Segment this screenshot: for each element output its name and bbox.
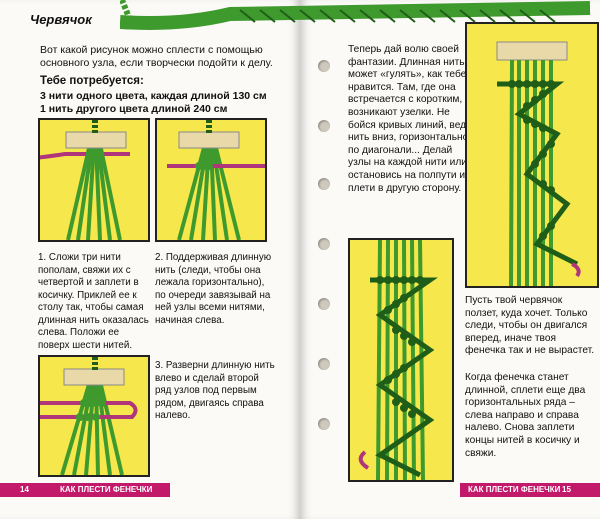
step3-drawing xyxy=(40,357,138,475)
step2-caption: 2. Поддерживая длинную нить (следи, чтоб… xyxy=(155,252,272,326)
binder-hole xyxy=(318,358,330,370)
page-number: 14 xyxy=(20,485,29,494)
intro-text: Вот какой рисунок можно сплести с помощь… xyxy=(40,44,273,69)
binder-hole xyxy=(318,298,330,310)
materials-heading: Тебе потребуется: xyxy=(40,75,144,87)
right-page: Теперь дай волю своей фантазии. Длинная … xyxy=(300,0,600,519)
materials-item: 3 нити одного цвета, каждая длиной 130 с… xyxy=(40,90,267,102)
text-forward: Пусть твой червячок ползет, куда хочет. … xyxy=(465,295,595,357)
worm-pattern-drawing xyxy=(496,41,581,286)
binder-hole xyxy=(318,178,330,190)
binder-hole xyxy=(318,120,330,132)
step1-illustration xyxy=(38,118,150,242)
text-fantasy: Теперь дай волю своей фантазии. Длинная … xyxy=(348,44,472,194)
binder-hole xyxy=(318,238,330,250)
right-footer: КАК ПЛЕСТИ ФЕНЕЧКИ 15 xyxy=(460,483,600,497)
left-footer: 14 КАК ПЛЕСТИ ФЕНЕЧКИ xyxy=(0,483,170,497)
binder-holes xyxy=(318,0,332,519)
finished-worm-illustration xyxy=(348,238,454,482)
materials-list: 3 нити одного цвета, каждая длиной 130 с… xyxy=(40,90,300,116)
step2-drawing xyxy=(167,120,265,240)
materials-item: 1 нить другого цвета длиной 240 см xyxy=(40,103,228,115)
step1-caption: 1. Сложи три нити пополам, свяжи их с че… xyxy=(38,252,149,351)
step3-illustration xyxy=(38,355,150,477)
finished-worm-drawing xyxy=(358,240,438,480)
worm-pattern-illustration xyxy=(465,22,599,288)
left-page: Червячок Вот какой рисунок можно сплести… xyxy=(0,0,300,519)
footer-title: КАК ПЛЕСТИ ФЕНЕЧКИ xyxy=(468,485,561,494)
step3-caption: 3. Разверни длинную нить влево и сделай … xyxy=(155,360,275,421)
text-finish: Когда фенечка станет длинной, сплети еще… xyxy=(465,372,586,459)
page-title: Червячок xyxy=(30,12,92,27)
binder-hole xyxy=(318,60,330,72)
footer-title: КАК ПЛЕСТИ ФЕНЕЧКИ xyxy=(60,485,153,494)
page-number: 15 xyxy=(562,485,571,494)
braid-decoration xyxy=(120,0,591,30)
step2-illustration xyxy=(155,118,267,242)
binder-hole xyxy=(318,418,330,430)
step1-drawing xyxy=(40,120,130,240)
